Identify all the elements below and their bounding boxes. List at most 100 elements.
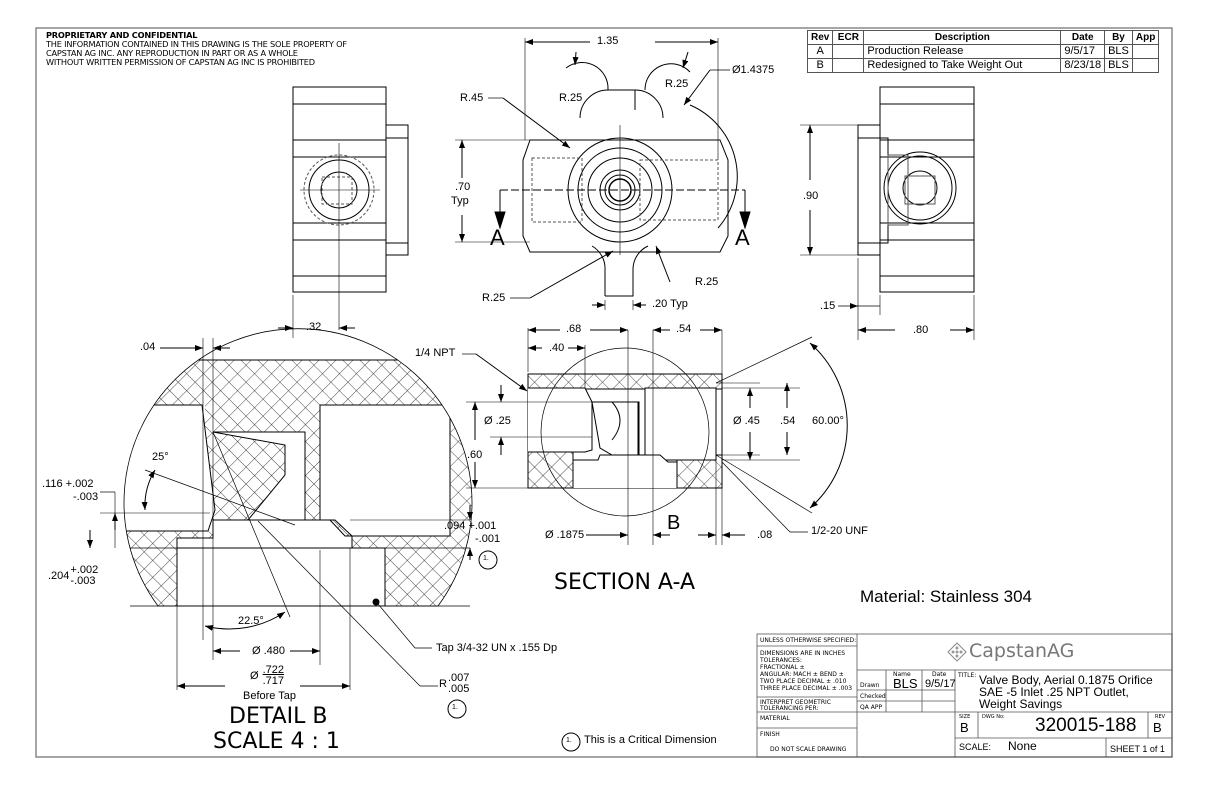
date-header: Date xyxy=(1060,30,1106,45)
dim-section-angle: 60.00° xyxy=(812,415,844,427)
critical-marker-radius: 1. xyxy=(452,704,458,711)
dim-right-width: .80 xyxy=(913,324,929,336)
by-cell: BLS xyxy=(1104,58,1133,73)
dim-detail-radius-limits: .007 .005 xyxy=(448,673,469,695)
tb-name-header: Name xyxy=(893,671,911,678)
app-cell xyxy=(1131,44,1160,59)
tb-title-line: Valve Body, Aerial 0.1875 Orifice xyxy=(979,673,1153,687)
tb-finish: FINISH xyxy=(760,731,780,738)
dim-detail-094: .094 +.001 xyxy=(444,520,497,532)
capstan-logo-icon xyxy=(947,642,967,662)
dim-detail-angle225: 22.5° xyxy=(238,615,264,627)
dim-section-08: .08 xyxy=(757,529,773,541)
dim-detail-dia-limits: .722 .717 xyxy=(263,665,284,687)
description-cell: Redesigned to Take Weight Out xyxy=(863,58,1062,73)
dim-section-h60: .60 xyxy=(467,449,483,461)
dim-detail-dia717: .717 xyxy=(262,675,284,687)
tb-size: B xyxy=(960,720,969,735)
dim-left-offset: .32 xyxy=(306,321,322,333)
tb-tolerancing: TOLERANCING PER: xyxy=(760,705,819,712)
section-a-a-title: SECTION A-A xyxy=(554,570,695,595)
by-cell: BLS xyxy=(1104,44,1133,59)
dim-detail-116-lower: -.003 xyxy=(73,491,99,503)
critical-note-marker-circle xyxy=(561,732,581,752)
tb-units: DIMENSIONS ARE IN INCHES xyxy=(760,650,846,657)
tb-sheet: SHEET 1 of 1 xyxy=(1110,744,1165,754)
description-cell: Production Release xyxy=(863,44,1062,59)
dim-detail-radius-lower: .005 xyxy=(447,683,470,695)
revision-table: Rev ECR Description Date By App A Produc… xyxy=(806,30,1160,73)
tb-title-label: TITLE: xyxy=(958,672,977,679)
dim-detail-before-tap: Before Tap xyxy=(243,690,297,702)
app-header: App xyxy=(1131,30,1160,45)
dim-section-h54: .54 xyxy=(780,415,796,427)
ecr-cell xyxy=(832,58,865,73)
dim-right-flange: .15 xyxy=(820,300,836,312)
tb-two-place: TWO PLACE DECIMAL ± .010 xyxy=(760,678,847,685)
tb-unless: UNLESS OTHERWISE SPECIFIED: xyxy=(760,637,857,644)
dim-section-unf: 1/2-20 UNF xyxy=(811,525,868,537)
dim-detail-094-lower: -.001 xyxy=(475,533,501,545)
app-cell xyxy=(1131,58,1160,73)
tb-interpret: INTERPRET GEOMETRIC xyxy=(760,699,831,706)
tb-title-line: Weight Savings xyxy=(979,697,1063,711)
tb-tol-label: TOLERANCES: xyxy=(760,657,802,664)
rev-cell: B xyxy=(806,58,834,73)
revision-row: A Production Release 9/5/17 BLS xyxy=(806,44,1160,59)
sheet-border xyxy=(35,27,1173,758)
dim-detail-116: .116 +.002 xyxy=(42,478,94,490)
revision-row: B Redesigned to Take Weight Out 8/23/18 … xyxy=(806,58,1160,73)
tb-dwg-number: 320015-188 xyxy=(1035,715,1137,736)
dim-detail-dia-symbol: Ø xyxy=(250,670,259,682)
dim-front-r45: R.45 xyxy=(460,92,484,104)
section-a-a-view xyxy=(462,327,848,545)
dim-detail-204-lower: -.003 xyxy=(70,575,96,587)
dim-detail-radius-prefix: R xyxy=(439,678,447,690)
detail-b-callout: B xyxy=(667,512,681,534)
tb-title-line: SAE -5 Inlet .25 NPT Outlet, xyxy=(979,685,1129,699)
revision-header-row: Rev ECR Description Date By App xyxy=(806,30,1160,45)
dim-detail-dia722-group: Ø .722 .717 xyxy=(250,665,284,687)
section-label-right: A xyxy=(735,225,750,250)
critical-note-marker: 1. xyxy=(566,737,572,744)
left-side-view xyxy=(278,86,409,338)
notice-line: THE INFORMATION CONTAINED IN THIS DRAWIN… xyxy=(46,39,347,49)
tb-do-not-scale: DO NOT SCALE DRAWING xyxy=(770,746,847,753)
dim-right-height: .90 xyxy=(803,190,819,202)
tb-qa-label: QA APP xyxy=(860,704,883,711)
tb-drawn-label: Drawn xyxy=(860,682,880,689)
confidentiality-notice: PROPRIETARY AND CONFIDENTIAL THE INFORMA… xyxy=(46,31,347,67)
notice-line: WITHOUT WRITTEN PERMISSION OF CAPSTAN AG… xyxy=(46,57,315,67)
dim-front-r-right: R.25 xyxy=(665,78,689,90)
title-block-grid xyxy=(756,633,1173,758)
tb-rev: B xyxy=(1153,720,1162,735)
detail-b-view xyxy=(87,328,498,719)
description-header: Description xyxy=(863,30,1062,45)
material-note: Material: Stainless 304 xyxy=(860,587,1032,606)
right-side-view xyxy=(800,86,975,340)
ecr-header: ECR xyxy=(832,30,865,45)
dim-front-r-bottom-right: R.25 xyxy=(695,276,719,288)
tb-scale-label: SCALE: xyxy=(959,742,992,752)
detail-b-scale: SCALE 4 : 1 xyxy=(213,729,340,754)
tb-angular: ANGULAR: MACH ± BEND ± xyxy=(760,671,844,678)
tb-fractional: FRACTIONAL ± xyxy=(760,664,805,671)
dim-detail-04: .04 xyxy=(140,341,156,353)
detail-b-title: DETAIL B xyxy=(229,704,328,729)
dim-detail-dia722: .722 xyxy=(262,664,284,676)
date-cell: 9/5/17 xyxy=(1060,44,1106,59)
dim-section-40: .40 xyxy=(549,342,565,354)
by-header: By xyxy=(1104,30,1133,45)
date-cell: 8/23/18 xyxy=(1060,58,1106,73)
dim-front-r-bottom-left: R.25 xyxy=(482,292,506,304)
dim-section-dia25: Ø .25 xyxy=(484,415,511,427)
dim-front-height: .70 xyxy=(455,181,471,193)
tb-drawn-name: BLS xyxy=(893,676,918,691)
dim-front-r-left: R.25 xyxy=(559,92,583,104)
rev-cell: A xyxy=(806,44,834,59)
dim-section-68: .68 xyxy=(566,323,582,335)
section-label-left: A xyxy=(490,225,505,250)
tb-date-header: Date xyxy=(932,671,947,678)
